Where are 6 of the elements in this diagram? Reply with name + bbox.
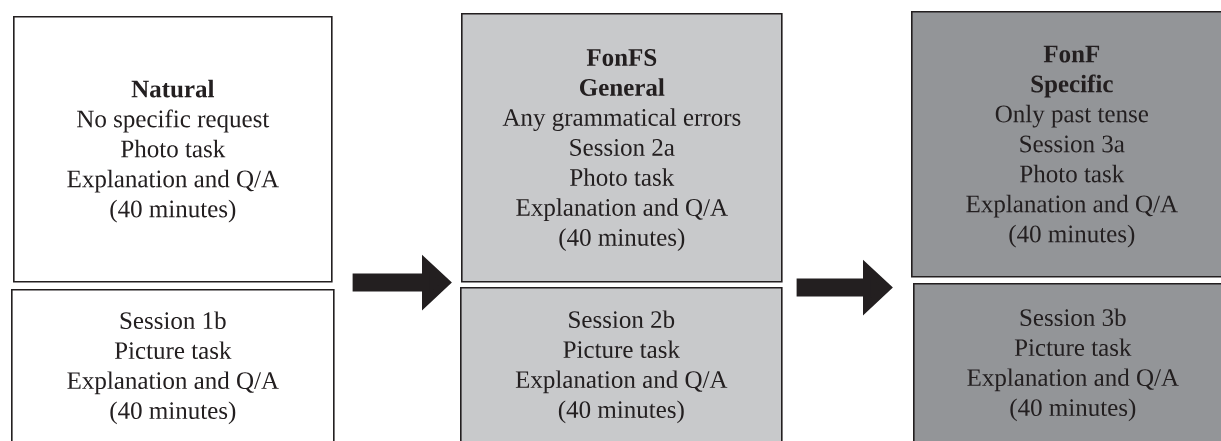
session-box: FonFS General Any grammatical errors Session 2a Photo task Explanation and Q/A (40 minutes)	[461, 13, 783, 283]
session-box: Natural No specific request Photo task Explanation and Q/A (40 minutes)	[13, 16, 333, 283]
session-box: FonF Specific Only past tense Session 3a Photo task Explanation and Q/A (40 minutes)	[911, 11, 1221, 278]
session-box: Session 2b Picture task Explanation and Q/A (40 minutes)	[460, 287, 783, 441]
session-box: Session 3b Picture task Explanation and Q/A (40 minutes)	[913, 283, 1221, 441]
session-box: Session 1b Picture task Explanation and Q/A (40 minutes)	[11, 289, 335, 441]
